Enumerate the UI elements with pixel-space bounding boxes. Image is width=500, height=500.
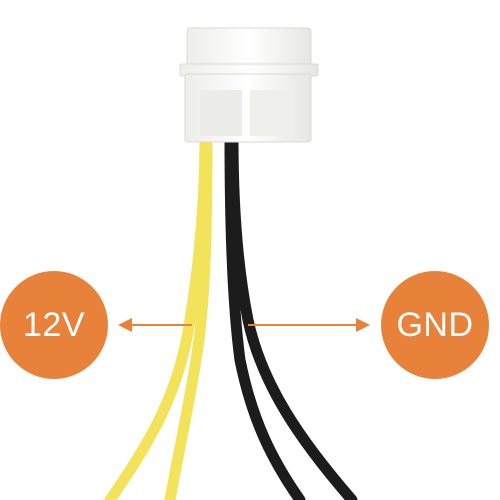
voltage-label-12v: 12V [0,271,108,379]
black-wire-outer [227,132,358,500]
arrow-left-icon [118,318,192,332]
yellow-wire-outer [104,132,211,500]
black-wire-inner [224,132,306,500]
yellow-wire-inner [164,132,213,500]
voltage-label-text: 12V [23,305,85,344]
ground-label-text: GND [396,305,474,344]
arrow-right-icon [248,318,370,332]
molex-connector [179,27,319,143]
wire-group [104,132,358,500]
ground-label-gnd: GND [381,271,489,379]
